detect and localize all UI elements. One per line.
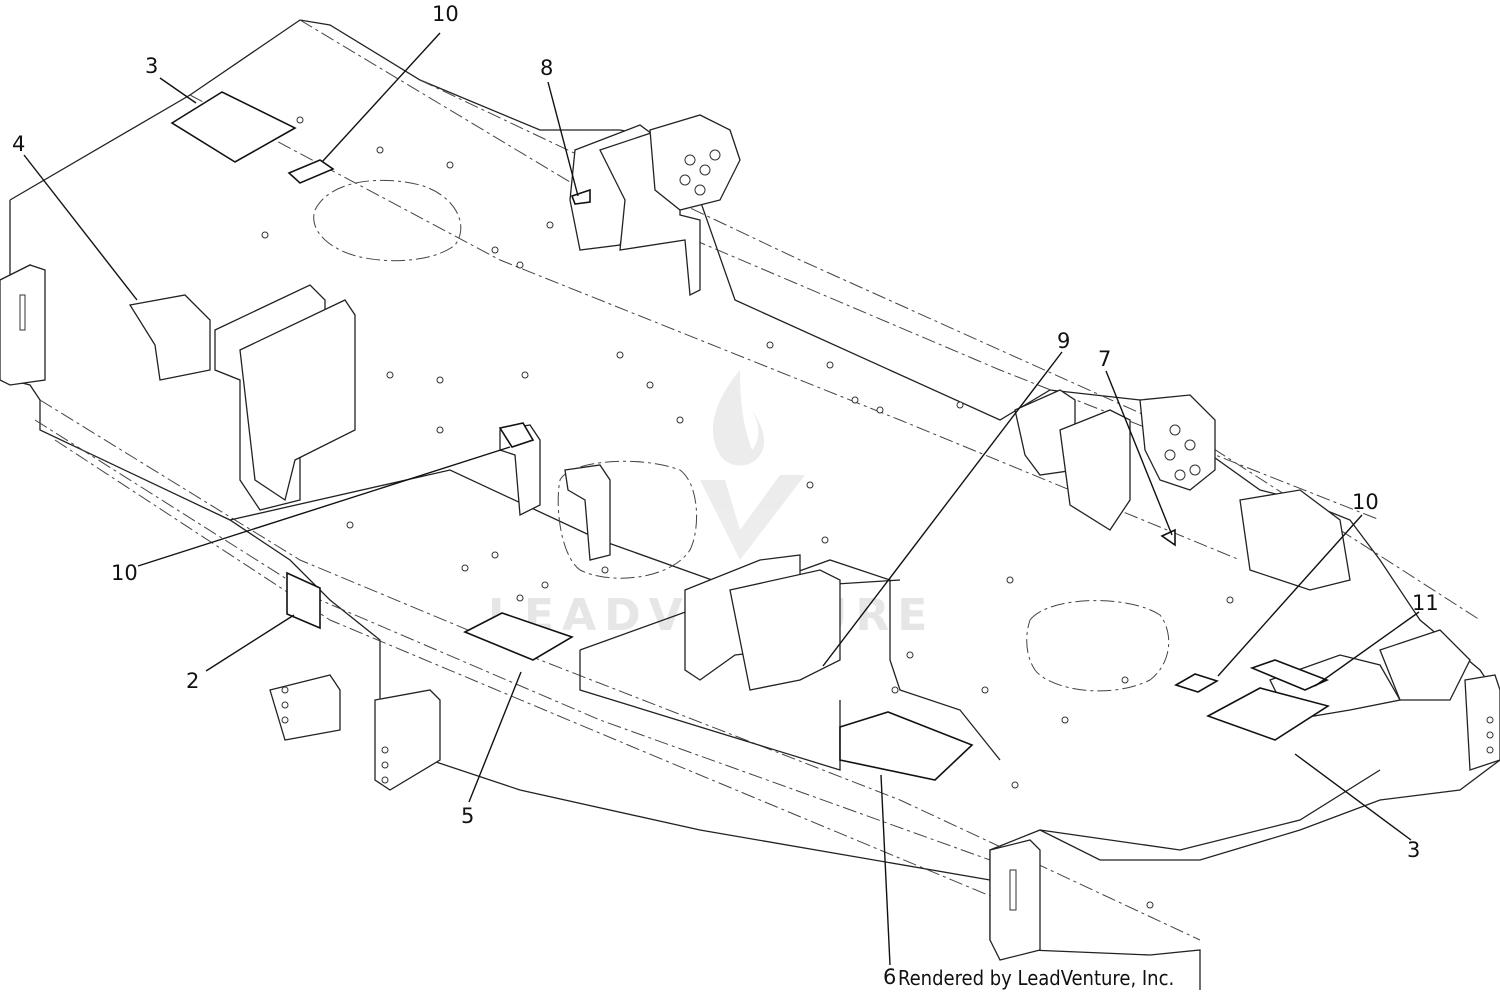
callout-2: 2 [186,669,200,693]
callout-10-left: 10 [111,561,138,585]
callout-10-top: 10 [432,2,459,26]
callout-9: 9 [1057,329,1071,353]
callout-10-right: 10 [1352,490,1379,514]
leader-lines [23,32,1420,966]
decals [170,91,1330,781]
callout-3-bottom-right: 3 [1407,838,1421,862]
hole-plates [0,114,1500,961]
spindle-openings [313,179,1170,692]
brackets [128,124,1471,721]
callout-4: 4 [12,132,26,156]
watermark-logo [700,370,805,560]
callout-7: 7 [1098,347,1112,371]
callout-5: 5 [461,804,475,828]
footer-credit: Rendered by LeadVenture, Inc. [898,966,1175,990]
mounting-holes [261,116,1234,909]
callout-8: 8 [540,56,554,80]
callout-6: 6 [883,965,897,989]
callout-11: 11 [1412,591,1439,615]
callout-3-top-left: 3 [145,54,159,78]
